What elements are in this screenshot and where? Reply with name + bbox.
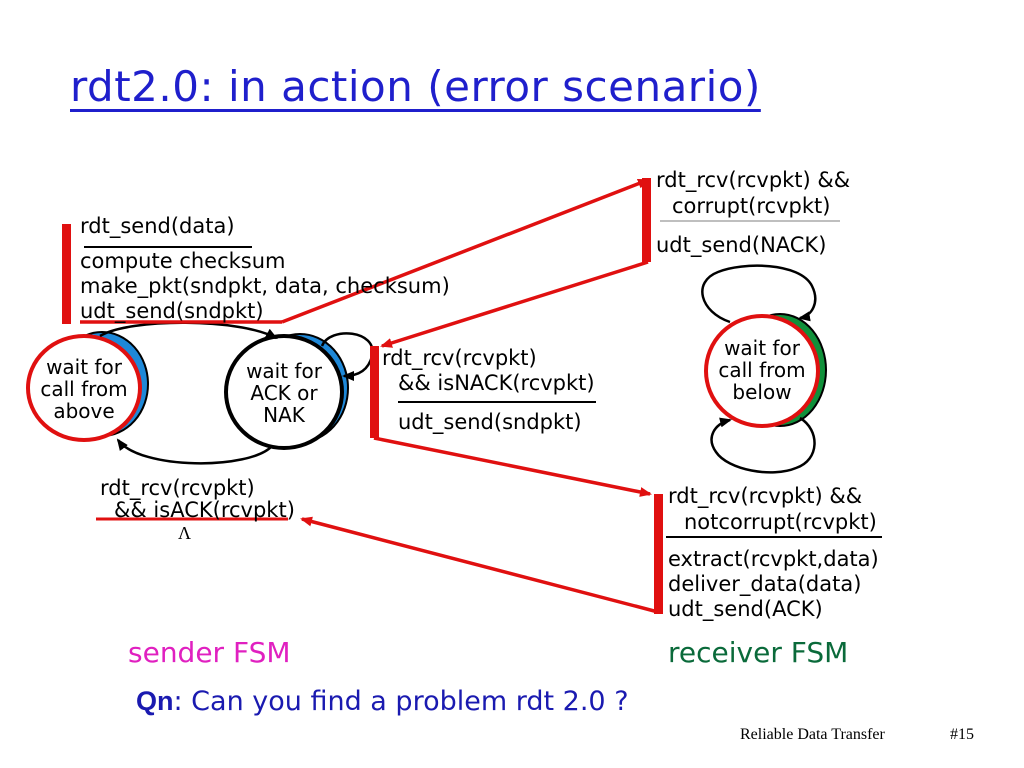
ack-event-2: && isACK(rcvpkt): [114, 498, 295, 522]
send-action-1: compute checksum: [80, 249, 286, 273]
corrupt-event-2: corrupt(rcvpkt): [672, 194, 831, 218]
state-wait-ack-nak: [224, 333, 349, 450]
ok-event-1: rdt_rcv(rcvpkt) &&: [668, 484, 863, 508]
transition-above-to-ack: [99, 321, 278, 340]
question-prefix: Qn: [136, 686, 174, 716]
send-event: rdt_send(data): [80, 214, 235, 238]
slide-title: rdt2.0: in action (error scenario): [70, 62, 761, 111]
state-wait-call-above: [26, 331, 149, 442]
lambda-action: Λ: [178, 523, 192, 543]
receiver-loop-bottom: [710, 416, 816, 474]
nak-action: udt_send(sndpkt): [398, 410, 582, 434]
page-number: #15: [950, 726, 974, 743]
sender-fsm-label: sender FSM: [128, 636, 291, 669]
question-text: Qn: Can you find a problem rdt 2.0 ?: [136, 686, 629, 717]
receiver-loop-top: [701, 264, 817, 324]
transition-ack-to-above: [116, 438, 273, 465]
state-ack-text: wait for ACK or NAK: [246, 359, 322, 427]
ok-action-2: deliver_data(data): [668, 572, 862, 596]
footer-title: Reliable Data Transfer: [740, 726, 885, 743]
nak-event-2: && isNACK(rcvpkt): [398, 371, 595, 395]
corrupt-action: udt_send(NACK): [656, 233, 827, 257]
ack-event-1: rdt_rcv(rcvpkt): [100, 476, 255, 500]
corrupt-event-1: rdt_rcv(rcvpkt) &&: [656, 168, 851, 192]
question-body: : Can you find a problem rdt 2.0 ?: [173, 686, 629, 717]
send-action-3: udt_send(sndpkt): [80, 299, 264, 323]
ok-event-2: notcorrupt(rcvpkt): [684, 510, 877, 534]
nak-event-1: rdt_rcv(rcvpkt): [382, 346, 537, 370]
state-above-text: wait for call from above: [40, 355, 128, 423]
state-wait-call-below: [704, 313, 827, 428]
receiver-fsm-label: receiver FSM: [668, 636, 849, 669]
ok-action-3: udt_send(ACK): [668, 597, 823, 621]
ok-action-1: extract(rcvpkt,data): [668, 547, 879, 571]
send-action-2: make_pkt(sndpkt, data, checksum): [80, 274, 450, 298]
state-below-text: wait for call from below: [718, 336, 806, 404]
